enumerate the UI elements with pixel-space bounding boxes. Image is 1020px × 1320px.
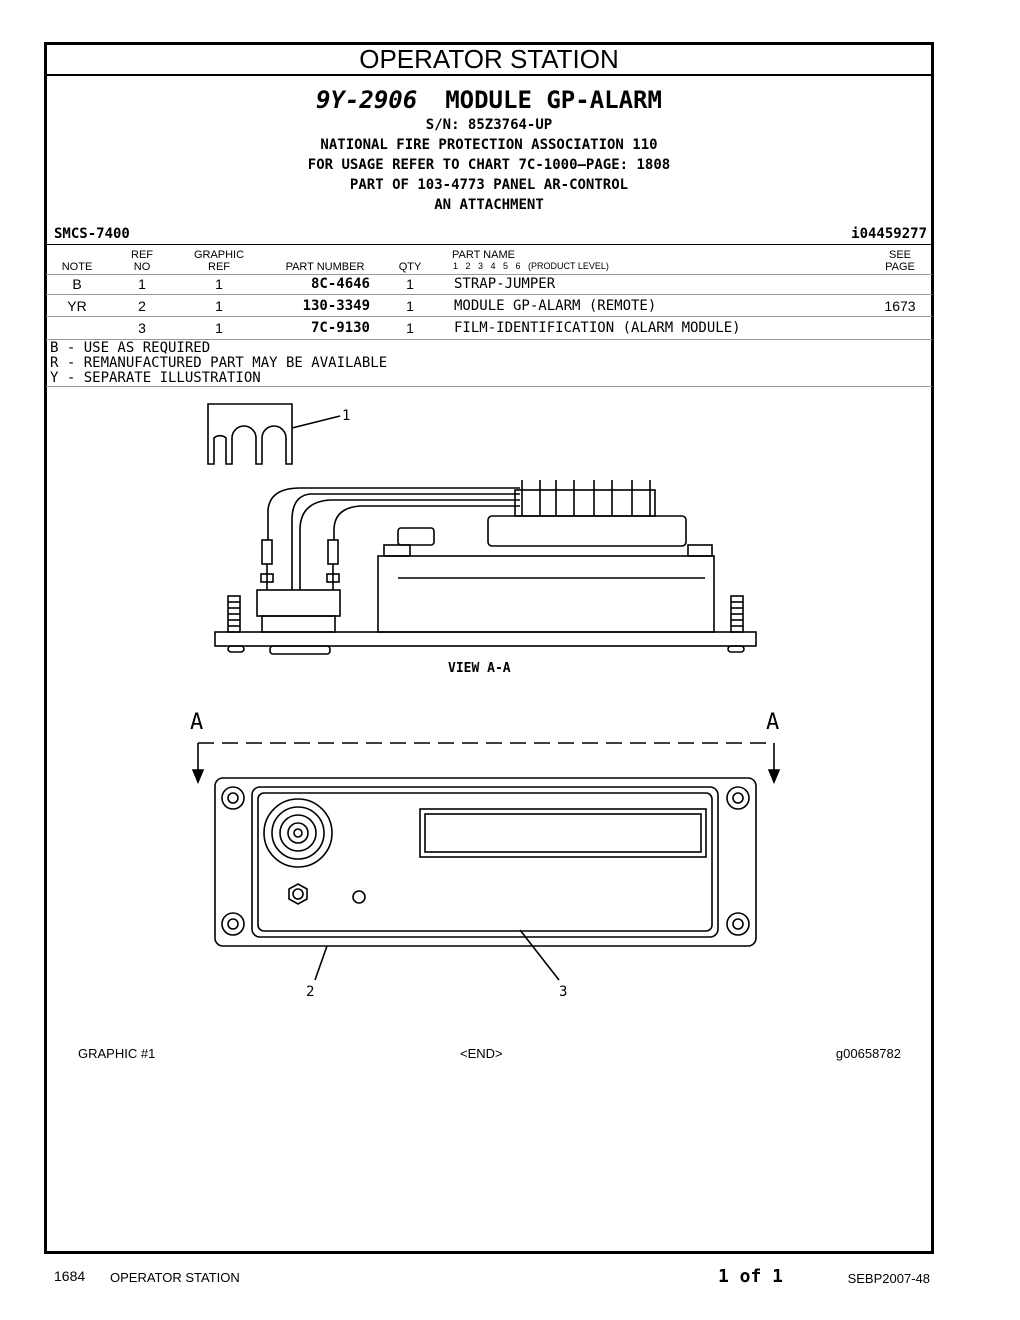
- col-qty: QTY: [398, 261, 422, 273]
- row-part-number: 7C-9130: [310, 320, 370, 336]
- col-ref-top: REF: [131, 249, 153, 261]
- document-id: i04459277: [851, 226, 927, 242]
- col-note: NOTE: [61, 261, 93, 273]
- col-part-name: PART NAME: [452, 249, 515, 261]
- header-divider: [46, 244, 932, 245]
- graphic-id: g00658782: [835, 1046, 901, 1061]
- table-bottom-divider: [46, 339, 932, 340]
- page-of: 1 of 1: [718, 1266, 784, 1287]
- section-label-left: A: [190, 710, 203, 735]
- col-part-number: PART NUMBER: [285, 261, 365, 273]
- col-product-level: 1 2 3 4 5 6 (PRODUCT LEVEL): [453, 261, 609, 271]
- row-graphic: 1: [215, 276, 223, 292]
- row-divider: [46, 294, 932, 295]
- footer-section: OPERATOR STATION: [110, 1270, 240, 1285]
- column-header-divider: [46, 274, 932, 275]
- row-see-page: 1673: [884, 298, 916, 314]
- callout-1: 1: [342, 408, 350, 424]
- col-graphic-bottom: REF: [208, 261, 230, 273]
- note-r: R - REMANUFACTURED PART MAY BE AVAILABLE: [50, 355, 388, 371]
- page-number: 1684: [54, 1268, 86, 1284]
- row-part-name: FILM-IDENTIFICATION (ALARM MODULE): [454, 320, 741, 336]
- col-graphic-top: GRAPHIC: [193, 249, 245, 261]
- title-part-name: MODULE GP-ALARM: [445, 86, 662, 114]
- row-part-name: STRAP-JUMPER: [454, 276, 556, 292]
- association-line: NATIONAL FIRE PROTECTION ASSOCIATION 110: [320, 137, 658, 153]
- row-note: YR: [67, 298, 87, 314]
- callout-3: 3: [559, 984, 567, 1000]
- row-qty: 1: [406, 320, 414, 336]
- note-b: B - USE AS REQUIRED: [50, 340, 211, 356]
- row-qty: 1: [406, 276, 414, 292]
- doc-number: SEBP2007-48: [847, 1271, 930, 1286]
- section-label-right: A: [766, 710, 779, 735]
- col-see-top: SEE: [888, 249, 911, 261]
- row-part-name: MODULE GP-ALARM (REMOTE): [454, 298, 657, 314]
- row-part-number: 130-3349: [302, 298, 370, 314]
- smcs-code: SMCS-7400: [54, 226, 130, 242]
- row-ref: 1: [138, 276, 146, 292]
- module-front-view: [214, 777, 757, 947]
- row-part-number: 8C-4646: [310, 276, 370, 292]
- row-note: B: [72, 276, 82, 292]
- strap-jumper-drawing: [207, 403, 293, 465]
- usage-line: FOR USAGE REFER TO CHART 7C-1000—PAGE: 1…: [307, 157, 671, 173]
- part-of-line: PART OF 103-4773 PANEL AR-CONTROL: [349, 177, 629, 193]
- end-marker: <END>: [460, 1046, 503, 1061]
- row-graphic: 1: [215, 298, 223, 314]
- side-view-drawing: [214, 480, 757, 655]
- serial-number: S/N: 85Z3764-UP: [425, 117, 553, 133]
- row-ref: 2: [138, 298, 146, 314]
- title-part-number: 9Y-2906: [316, 86, 418, 114]
- page-frame: [44, 42, 934, 1254]
- view-label: VIEW A-A: [448, 661, 511, 676]
- part-title: 9Y-2906 MODULE GP-ALARM: [44, 86, 934, 114]
- section-title: OPERATOR STATION: [44, 42, 934, 76]
- row-divider: [46, 316, 932, 317]
- callout-2: 2: [306, 984, 314, 1000]
- attachment-line: AN ATTACHMENT: [434, 197, 544, 213]
- notes-divider: [46, 386, 932, 387]
- row-graphic: 1: [215, 320, 223, 336]
- row-ref: 3: [138, 320, 146, 336]
- col-ref-bottom: NO: [133, 261, 151, 273]
- row-qty: 1: [406, 298, 414, 314]
- note-y: Y - SEPARATE ILLUSTRATION: [50, 370, 261, 386]
- col-see-bottom: PAGE: [885, 261, 915, 273]
- graphic-number: GRAPHIC #1: [78, 1046, 156, 1061]
